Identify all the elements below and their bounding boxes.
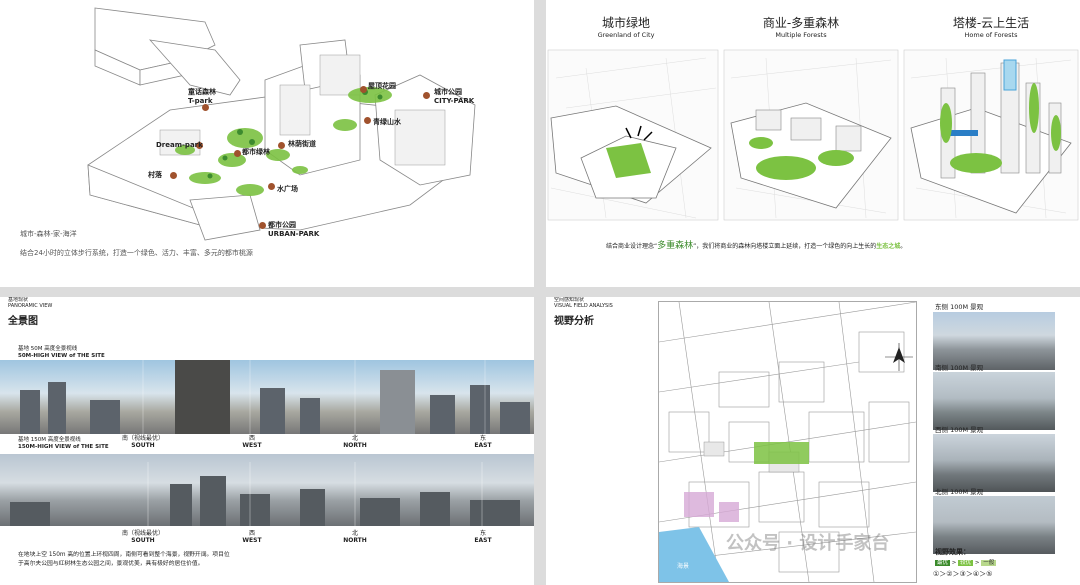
view-effect-legend: 最优 > 较优 > 一般 [935, 560, 997, 566]
village-label: 村落 [148, 171, 162, 179]
east-view-photo [933, 312, 1055, 370]
caption-body: 结合24小时的立体步行系统，打造一个绿色、活力、丰富、多元的都市桃源 [20, 249, 253, 257]
urban-park-marker [259, 222, 266, 229]
header-greenland: 城市绿地 Greenland of City [597, 16, 655, 39]
shaded-street-label: 林荫街道 [288, 140, 316, 148]
urban-forest-marker [234, 150, 241, 157]
watermark: 公众号 · 设计手家台 [726, 533, 890, 554]
caption-title: 城市-森林-家-海洋 [20, 230, 77, 238]
south-label-1: 南（视线最优）SOUTH [121, 435, 164, 449]
pano-50m-image [0, 360, 534, 434]
village-marker [170, 172, 177, 179]
panorama-description: 在地块上空 150m 高的位置上环视四周，南侧可看到整个海景，视野开阔。项目位于… [18, 552, 230, 567]
t-park-marker [202, 104, 209, 111]
page-title: 视野分析 [554, 316, 594, 327]
view-sequence: ①＞②＞③＞④＞⑤ [933, 570, 993, 578]
south-view-photo [933, 372, 1055, 430]
city-park-marker [423, 92, 430, 99]
dream-park-marker [196, 142, 203, 149]
west-view-label: 西侧 100M 景观 [935, 426, 984, 434]
roof-garden-marker [360, 86, 367, 93]
water-plaza-label: 水广场 [277, 185, 298, 193]
concept-diagrams [547, 49, 1079, 221]
north-view-photo [933, 496, 1055, 554]
south-label-2: 南（视线最优）SOUTH [121, 530, 164, 544]
green-mountain-label: 青绿山水 [373, 118, 401, 126]
green-mountain-marker [364, 117, 371, 124]
site-axonometric-drawing [87, 7, 476, 241]
header-multiple-forests: 商业-多重森林 Multiple Forests [762, 16, 840, 39]
view-effect-title: 视野效果： [935, 548, 970, 556]
east-view-label: 东侧 100M 景观 [935, 303, 984, 311]
page-title: 全景图 [8, 316, 38, 327]
sea-label: 海景 [677, 563, 690, 570]
header-home-of-forests: 塔楼-云上生活 Home of Forests [952, 16, 1030, 39]
shaded-street-marker [278, 142, 285, 149]
roof-garden-label: 屋顶花园 [368, 82, 396, 90]
pano-150m-image [0, 454, 534, 526]
concept-caption: 结合商业设计理念“多重森林”，我们将商业的森林向塔楼立面上延续，打造一个绿色的向… [606, 241, 907, 251]
water-plaza-marker [268, 183, 275, 190]
south-view-label: 南侧 100M 景观 [935, 364, 984, 372]
north-view-label: 北侧 100M 景观 [935, 488, 984, 496]
west-view-photo [933, 434, 1055, 492]
urban-forest-label: 都市绿林 [242, 148, 270, 156]
dream-park-label: Dream-park [156, 141, 203, 149]
concept-page: 城市绿地 Greenland of City 商业-多重森林 Multiple … [546, 0, 1080, 287]
site-map: 海景 [658, 301, 917, 583]
